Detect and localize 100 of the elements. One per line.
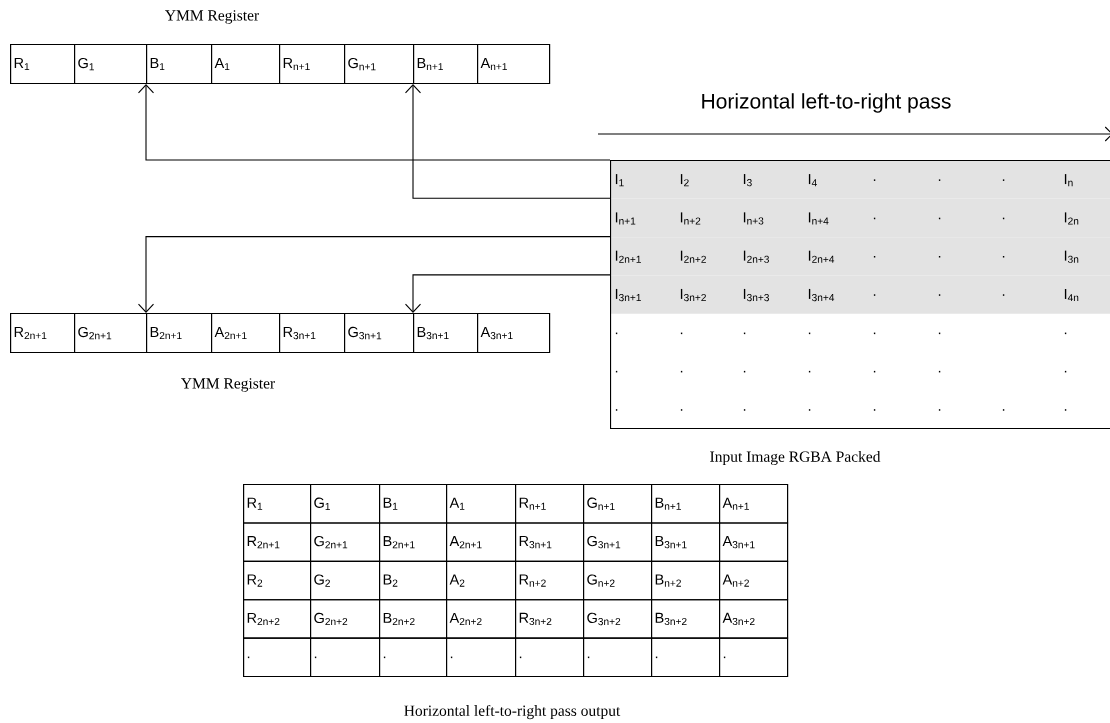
register-cell: R$_{2n+1}$ bbox=[10, 313, 76, 354]
node-label: . bbox=[938, 179, 941, 181]
table-cell: A$_{3n+2}$ bbox=[719, 599, 789, 639]
image-row: . . . . . . . bbox=[615, 370, 1067, 373]
node-label: . bbox=[1002, 217, 1005, 220]
table-cell: . bbox=[446, 637, 517, 678]
table-cell: G$_{1}$ bbox=[310, 484, 381, 524]
node-label: I$_{n+4}$ bbox=[808, 212, 829, 225]
direction-label: Horizontal left-to-right pass bbox=[702, 93, 951, 113]
table-cell: B$_{2n+1}$ bbox=[379, 522, 448, 562]
table-cell: . bbox=[310, 637, 381, 678]
node-label: . bbox=[873, 294, 876, 296]
table-cell: G$_{2}$ bbox=[310, 560, 381, 601]
node-label: I$_{3n}$ bbox=[1064, 250, 1079, 263]
register-cell: R$_{n+1}$ bbox=[279, 44, 346, 85]
node-label: I$_{n+2}$ bbox=[680, 212, 701, 225]
register-cell: R$_{1}$ bbox=[10, 44, 76, 85]
register-cell: B$_{1}$ bbox=[146, 44, 213, 85]
table-cell: A$_{n+2}$ bbox=[719, 560, 789, 601]
node-label: . bbox=[938, 294, 941, 296]
image-caption: Input Image RGBA Packed bbox=[710, 450, 881, 466]
node-label: I$_{2n+1}$ bbox=[615, 250, 641, 263]
image-row: . . . . . . . . bbox=[615, 409, 1067, 411]
arrow bbox=[137, 236, 611, 313]
node-label: I$_{3n+2}$ bbox=[680, 288, 706, 302]
table-cell: G$_{2n+2}$ bbox=[310, 599, 381, 639]
register-cell: G$_{2n+1}$ bbox=[74, 313, 148, 354]
table-cell: A$_{n+1}$ bbox=[719, 484, 789, 524]
register-cell: B$_{2n+1}$ bbox=[146, 313, 213, 354]
node-label: I$_{3n+1}$ bbox=[615, 288, 641, 302]
node-label: I$_{4n}$ bbox=[1064, 288, 1079, 302]
image-row: I$_{1}$ I$_{2}$ I$_{3}$ I$_{4}$ . . . I$_{n}$ bbox=[610, 160, 1110, 199]
register-cell: R$_{3n+1}$ bbox=[279, 313, 346, 354]
table-cell: G$_{3n+2}$ bbox=[583, 599, 653, 639]
table-cell: G$_{3n+1}$ bbox=[583, 522, 653, 562]
table-cell: A$_{2}$ bbox=[446, 560, 517, 601]
table-cell: R$_{3n+1}$ bbox=[515, 522, 585, 562]
node-label: . bbox=[938, 217, 941, 220]
node-label: I$_{2}$ bbox=[680, 174, 689, 187]
table-cell: B$_{3n+1}$ bbox=[651, 522, 721, 562]
table-cell: R$_{n+1}$ bbox=[515, 484, 585, 524]
register-cell: G$_{1}$ bbox=[74, 44, 148, 85]
node-label: I$_{3}$ bbox=[743, 174, 752, 187]
image-row: . . . . . . . bbox=[615, 332, 1067, 335]
table-cell: G$_{n+2}$ bbox=[583, 560, 653, 601]
node-label: I$_{n}$ bbox=[1064, 174, 1073, 187]
node-label: . bbox=[1002, 294, 1005, 296]
node-label: . bbox=[873, 179, 876, 181]
register-cell: A$_{n+1}$ bbox=[477, 44, 551, 85]
register-cell: A$_{1}$ bbox=[211, 44, 281, 85]
table-caption: Horizontal left-to-right pass output bbox=[404, 704, 621, 720]
table-cell: B$_{2}$ bbox=[379, 560, 448, 601]
table-cell: R$_{2}$ bbox=[243, 560, 312, 601]
table-cell: A$_{2n+1}$ bbox=[446, 522, 517, 562]
table-cell: . bbox=[719, 637, 789, 678]
image-row: I$_{2n+1}$ I$_{2n+2}$ I$_{2n+3}$ I$_{2n+4}$ . . . I$_{3n}$ bbox=[610, 237, 1110, 276]
table-cell: A$_{3n+1}$ bbox=[719, 522, 789, 562]
register-cell: G$_{3n+1}$ bbox=[344, 313, 415, 354]
node-label: I$_{3n+3}$ bbox=[743, 288, 769, 302]
table-cell: . bbox=[651, 637, 721, 678]
table-cell: R$_{n+2}$ bbox=[515, 560, 585, 601]
node-label: I$_{n+3}$ bbox=[743, 212, 764, 225]
arrow bbox=[404, 84, 611, 199]
table-cell: B$_{n+2}$ bbox=[651, 560, 721, 601]
register-cell: B$_{n+1}$ bbox=[413, 44, 479, 85]
image-row: I$_{n+1}$ I$_{n+2}$ I$_{n+3}$ I$_{n+4}$ . . . I$_{2n}$ bbox=[610, 198, 1110, 238]
node-label: . bbox=[873, 217, 876, 220]
node-label: I$_{2n+2}$ bbox=[680, 250, 706, 263]
node-label: I$_{2n+4}$ bbox=[808, 250, 835, 263]
node-label: I$_{3n+4}$ bbox=[808, 288, 835, 302]
table-cell: G$_{2n+1}$ bbox=[310, 522, 381, 562]
table-cell: . bbox=[379, 637, 448, 678]
arrow bbox=[137, 84, 611, 161]
table-cell: . bbox=[243, 637, 312, 678]
table-cell: . bbox=[583, 637, 653, 678]
node-label: I$_{4}$ bbox=[808, 174, 817, 187]
table-cell: B$_{1}$ bbox=[379, 484, 448, 524]
node-label: I$_{2n}$ bbox=[1064, 212, 1079, 225]
arrow bbox=[404, 274, 611, 313]
register-title: YMM Register bbox=[181, 378, 275, 392]
table-cell: A$_{1}$ bbox=[446, 484, 517, 524]
register-title: YMM Register bbox=[165, 10, 259, 24]
node-label: I$_{2n+3}$ bbox=[743, 250, 769, 263]
table-cell: B$_{n+1}$ bbox=[651, 484, 721, 524]
register-cell: A$_{3n+1}$ bbox=[477, 313, 551, 354]
register-cell: B$_{3n+1}$ bbox=[413, 313, 479, 354]
register-cell: A$_{2n+1}$ bbox=[211, 313, 281, 354]
table-cell: R$_{3n+2}$ bbox=[515, 599, 585, 639]
node-label: . bbox=[1002, 179, 1005, 181]
table-cell: B$_{3n+2}$ bbox=[651, 599, 721, 639]
image-row: I$_{3n+1}$ I$_{3n+2}$ I$_{3n+3}$ I$_{3n+4}$ . . . I$_{4n}$ bbox=[610, 275, 1110, 314]
table-cell: A$_{2n+2}$ bbox=[446, 599, 517, 639]
node-label: I$_{n+1}$ bbox=[615, 212, 636, 225]
table-cell: R$_{2n+1}$ bbox=[243, 522, 312, 562]
register-cell: G$_{n+1}$ bbox=[344, 44, 415, 85]
node-label: . bbox=[938, 255, 941, 258]
table-cell: . bbox=[515, 637, 585, 678]
node-label: . bbox=[1002, 255, 1005, 258]
node-label: I$_{1}$ bbox=[615, 174, 624, 187]
table-cell: R$_{1}$ bbox=[243, 484, 312, 524]
